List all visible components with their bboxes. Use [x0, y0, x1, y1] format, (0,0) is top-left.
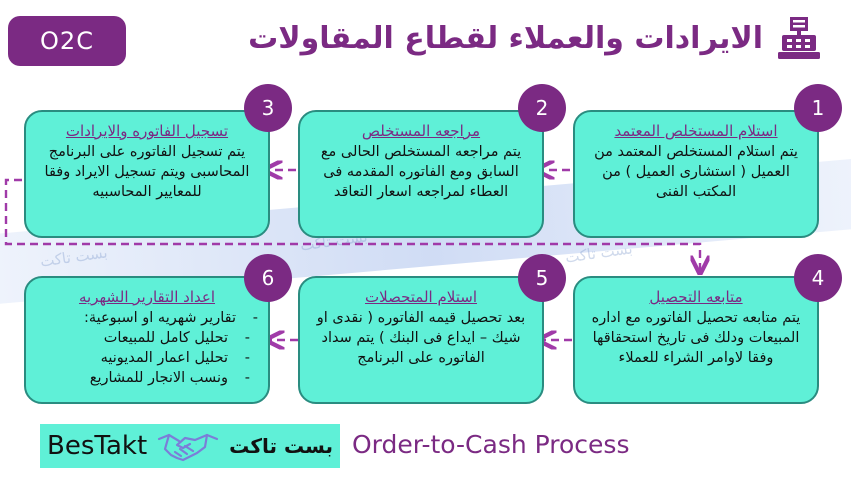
- handshake-icon: [158, 433, 219, 462]
- step-body: يتم استلام المستخلص المعتمد من العميل ( …: [594, 144, 798, 200]
- report-list-intro: تقارير شهريه او اسبوعية:: [36, 308, 258, 328]
- footer-title: Order-to-Cash Process: [352, 430, 630, 459]
- step-card-1: استلام المستخلص المعتمد يتم استلام المست…: [573, 110, 819, 238]
- step-number-1: 1: [794, 84, 842, 132]
- report-list-item: تحليل اعمار المديونيه: [36, 348, 258, 368]
- step-heading: تسجيل الفاتوره والايرادات: [65, 122, 229, 140]
- brand-name-ar: بست تاكت: [229, 434, 333, 458]
- step-heading: مراجعه المستخلص: [361, 122, 481, 140]
- report-list: تقارير شهريه او اسبوعية: تحليل كامل للمب…: [36, 308, 258, 388]
- cash-register-icon: [778, 17, 820, 59]
- report-list-item: ونسب الانجار للمشاريع: [36, 368, 258, 388]
- step-heading: استلام المستخلص المعتمد: [614, 122, 778, 140]
- step-card-3: تسجيل الفاتوره والايرادات يتم تسجيل الفا…: [24, 110, 270, 238]
- step-heading: اعداد التقارير الشهريه: [78, 288, 216, 306]
- o2c-badge: O2C: [8, 16, 126, 66]
- step-body: يتم مراجعه المستخلص الحالى مع السابق ومع…: [320, 144, 522, 200]
- page-title: الايرادات والعملاء لقطاع المقاولات: [248, 20, 763, 56]
- arrow-3-to-4: [4, 178, 700, 270]
- step-card-6: اعداد التقارير الشهريه تقارير شهريه او ا…: [24, 276, 270, 404]
- step-heading: استلام المتحصلات: [365, 288, 477, 306]
- step-number-5: 5: [518, 254, 566, 302]
- step-number-3: 3: [244, 84, 292, 132]
- brand-logo: BesTakt بست تاكت: [40, 424, 340, 468]
- step-body: بعد تحصيل قيمه الفاتوره ( نقدى او شيك – …: [316, 310, 526, 366]
- header: الايرادات والعملاء لقطاع المقاولات: [248, 10, 821, 66]
- step-card-4: متابعه التحصيل يتم متابعه تحصيل الفاتوره…: [573, 276, 819, 404]
- step-body: يتم تسجيل الفاتوره على البرنامج المحاسبى…: [44, 144, 250, 200]
- step-number-6: 6: [244, 254, 292, 302]
- step-heading: متابعه التحصيل: [649, 288, 743, 306]
- step-card-2: مراجعه المستخلص يتم مراجعه المستخلص الحا…: [298, 110, 544, 238]
- step-card-5: استلام المتحصلات بعد تحصيل قيمه الفاتوره…: [298, 276, 544, 404]
- step-body: يتم متابعه تحصيل الفاتوره مع اداره المبي…: [591, 310, 801, 366]
- step-number-4: 4: [794, 254, 842, 302]
- brand-name-en: BesTakt: [47, 431, 148, 461]
- step-number-2: 2: [518, 84, 566, 132]
- report-list-item: تحليل كامل للمبيعات: [36, 328, 258, 348]
